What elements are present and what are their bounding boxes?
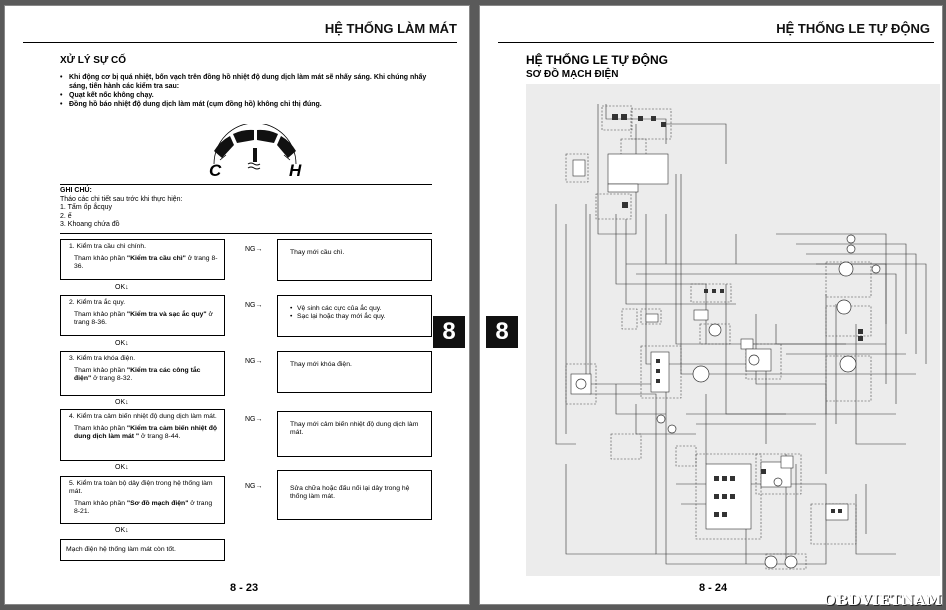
result-box: Sửa chữa hoặc đấu nối lại dây trong hệ t… — [277, 470, 432, 520]
intro-bullet: Quạt kết nốc không chạy. — [60, 91, 440, 100]
result-box: Vệ sinh các cực của ắc quy. Sạc lại hoặc… — [277, 295, 432, 337]
ng-arrow-label: NG→ — [245, 302, 263, 309]
step-reference: Tham khảo phần "Kiểm tra cảm biến nhiệt … — [74, 425, 217, 440]
left-page-header: HỆ THỐNG LÀM MÁT — [324, 21, 457, 36]
ng-arrow-label: NG→ — [245, 483, 263, 490]
gauge-cold-letter: C — [209, 161, 222, 180]
intro-bullet: Đồng hồ báo nhiệt độ dung dịch làm mát (… — [60, 100, 440, 109]
step-box: 3. Kiểm tra khóa điện. Tham khảo phần "K… — [60, 351, 225, 396]
page-title: HỆ THỐNG LE TỰ ĐỘNG — [526, 53, 668, 67]
wiring-diagram — [526, 84, 940, 576]
result-text: Thay mới cảm biến nhiệt độ dung dịch làm… — [290, 421, 419, 436]
step-title: 3. Kiểm tra khóa điện. — [69, 355, 136, 362]
intro-list: Khi động cơ bị quá nhiệt, bốn vạch trên … — [60, 73, 440, 109]
section-tab: 8 — [433, 316, 465, 348]
note-heading: GHI CHÚ: — [60, 187, 92, 194]
note-line: 2. ế — [60, 212, 72, 220]
page-subtitle: SƠ ĐỒ MẠCH ĐIỆN — [526, 69, 619, 80]
header-rule — [498, 42, 934, 43]
result-text: Sửa chữa hoặc đấu nối lại dây trong hệ t… — [290, 485, 410, 500]
result-box: Thay mới cầu chì. — [277, 239, 432, 281]
ng-arrow-label: NG→ — [245, 246, 263, 253]
step-box: 2. Kiểm tra ắc quy. Tham khảo phần "Kiểm… — [60, 295, 225, 336]
gauge-hot-letter: H — [289, 161, 302, 180]
right-page: HỆ THỐNG LE TỰ ĐỘNG HỆ THỐNG LE TỰ ĐỘNG … — [479, 5, 943, 605]
step-box: 1. Kiểm tra cầu chì chính. Tham khảo phầ… — [60, 239, 225, 280]
right-page-header: HỆ THỐNG LE TỰ ĐỘNG — [776, 21, 930, 36]
note-line: Tháo các chi tiết sau trớc khi thực hiện… — [60, 195, 183, 203]
ok-arrow-label: OK↓ — [115, 399, 129, 406]
note-line: 1. Tấm ốp ắcquy — [60, 204, 113, 211]
result-box: Thay mới cảm biến nhiệt độ dung dịch làm… — [277, 411, 432, 457]
ng-arrow-label: NG→ — [245, 358, 263, 365]
coolant-temperature-gauge-icon: C H — [209, 124, 302, 180]
result-bullet: Vệ sinh các cực của ắc quy. — [290, 305, 419, 313]
step-title: 1. Kiểm tra cầu chì chính. — [69, 243, 147, 250]
ok-arrow-label: OK↓ — [115, 527, 129, 534]
ng-arrow-label: NG→ — [245, 416, 263, 423]
note-line: 3. Khoang chứa đồ — [60, 221, 120, 228]
result-text: Thay mới khóa điện. — [290, 361, 352, 368]
step-reference: Tham khảo phần "Kiểm tra cầu chì" ở tran… — [74, 255, 218, 270]
watermark: OBDVIETNAM — [823, 593, 942, 609]
page-number: 8 - 23 — [230, 582, 259, 594]
section-title: XỬ LÝ SỰ CỐ — [60, 55, 127, 66]
intro-bullet: Khi động cơ bị quá nhiệt, bốn vạch trên … — [60, 73, 440, 91]
section-tab: 8 — [486, 316, 518, 348]
result-text: Thay mới cầu chì. — [290, 249, 345, 256]
step-reference: Tham khảo phần "Kiểm tra và sạc ắc quy" … — [74, 311, 214, 326]
step-box: 5. Kiểm tra toàn bộ dây điện trong hệ th… — [60, 476, 225, 524]
note-rule — [60, 233, 432, 234]
ok-arrow-label: OK↓ — [115, 284, 129, 291]
step-box: 4. Kiểm tra cảm biến nhiệt độ dung dịch … — [60, 409, 225, 461]
step-title: 4. Kiểm tra cảm biến nhiệt độ dung dịch … — [69, 413, 217, 420]
ok-arrow-label: OK↓ — [115, 464, 129, 471]
step-title: 5. Kiểm tra toàn bộ dây điện trong hệ th… — [69, 480, 213, 495]
header-rule — [23, 42, 457, 43]
step-reference: Tham khảo phần "Sơ đồ mạch điện" ở trang… — [74, 500, 213, 515]
note-block: GHI CHÚ: Tháo các chi tiết sau trớc khi … — [60, 184, 432, 230]
ok-arrow-label: OK↓ — [115, 340, 129, 347]
page-number: 8 - 24 — [699, 582, 728, 594]
result-bullet: Sạc lại hoặc thay mới ắc quy. — [290, 313, 419, 321]
step-title: 2. Kiểm tra ắc quy. — [69, 299, 126, 306]
step-reference: Tham khảo phần "Kiểm tra các công tắc đi… — [74, 367, 201, 382]
result-box: Thay mới khóa điện. — [277, 351, 432, 393]
left-page: HỆ THỐNG LÀM MÁT XỬ LÝ SỰ CỐ Khi động cơ… — [4, 5, 470, 605]
final-result-box: Mạch điện hệ thống làm mát còn tốt. — [60, 539, 225, 561]
